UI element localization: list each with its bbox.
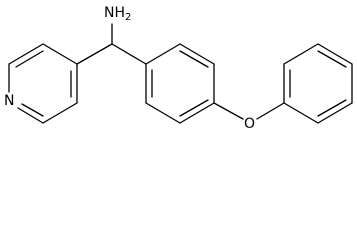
ether-oxygen-label: O — [244, 116, 255, 132]
pyridine-ring — [8, 43, 78, 124]
pyridine-nitrogen-label: N — [4, 93, 14, 109]
phenylene-ring — [145, 43, 215, 124]
bond-methine-phenylene — [111, 43, 147, 65]
phenyl-ring — [283, 43, 353, 124]
bond-methine-pyridine — [76, 43, 113, 65]
bond-oxygen-phenyl — [256, 102, 285, 120]
amine-label: NH2 — [104, 5, 131, 23]
bond-phenylene-oxygen — [213, 102, 244, 120]
chemical-structure: NH2 N O — [4, 5, 353, 132]
